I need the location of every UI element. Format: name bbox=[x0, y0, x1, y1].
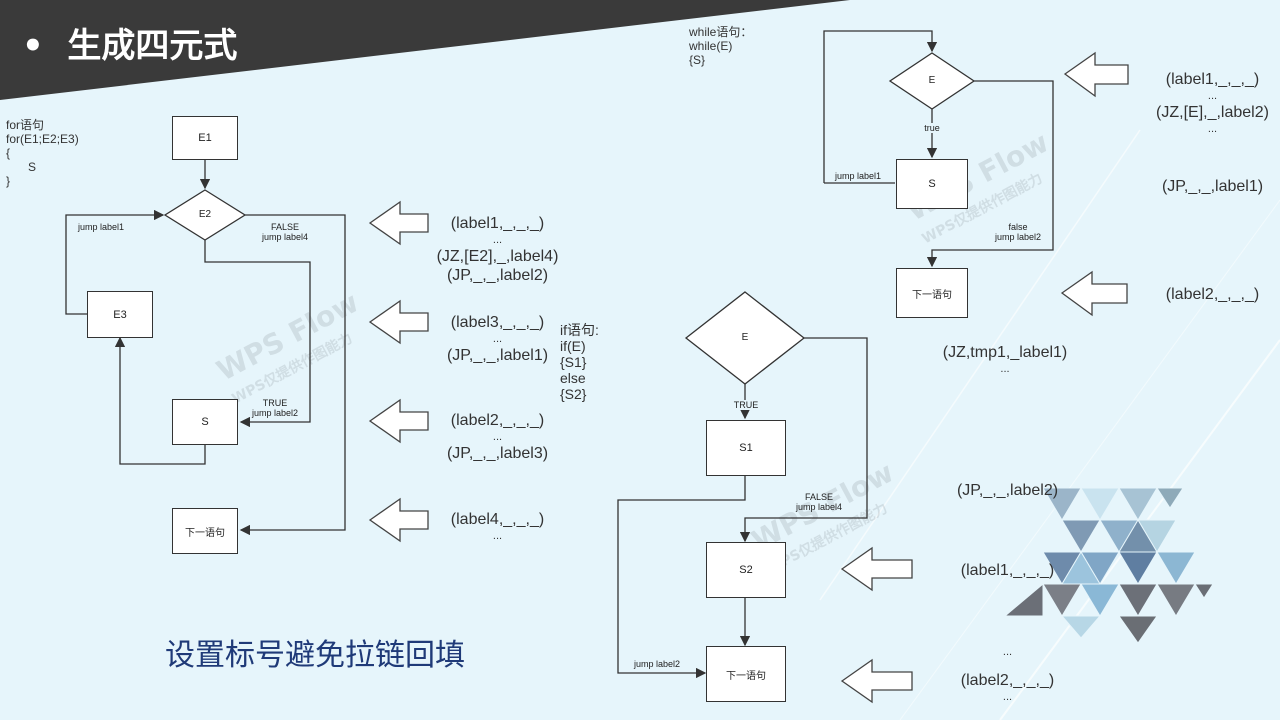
if-jump-label2: jump label2 bbox=[634, 659, 681, 669]
for-true-jump: jump label2 bbox=[251, 408, 299, 418]
quad-line: ... bbox=[1207, 123, 1218, 135]
quad-line: (JP,_,_,label3) bbox=[446, 445, 549, 462]
quad-line: ... bbox=[1002, 691, 1013, 703]
for-true-label: TRUE jump label2 bbox=[245, 398, 305, 418]
if-quads-group2: (label1,_,_,_) bbox=[960, 562, 1055, 579]
if-code-line: else bbox=[560, 370, 586, 386]
quad-line: ... bbox=[492, 333, 503, 345]
slide-caption: 设置标号避免拉链回填 bbox=[165, 638, 465, 673]
if-true-label: TRUE bbox=[730, 400, 762, 410]
if-e-label: E bbox=[741, 332, 749, 343]
for-code-line: for语句 bbox=[6, 118, 45, 132]
for-next-box: 下一语句 bbox=[172, 508, 238, 554]
quad-line: (JZ,[E],_,label2) bbox=[1156, 104, 1269, 121]
for-e3-box: E3 bbox=[87, 291, 153, 338]
for-jump-label1: jump label1 bbox=[78, 222, 125, 232]
for-s-box: S bbox=[172, 399, 238, 445]
for-quads-group3: (label2,_,_,_) ... (JP,_,_,label3) bbox=[430, 411, 565, 463]
quad-line: (JP,_,_,label2) bbox=[446, 267, 549, 284]
while-e-label: E bbox=[928, 75, 936, 86]
for-e2-label: E2 bbox=[198, 209, 212, 220]
title-bullet: • bbox=[22, 26, 44, 66]
if-false-text: FALSE bbox=[804, 492, 833, 502]
quad-line: ... bbox=[1002, 646, 1013, 658]
while-quads-group1: (label1,_,_,_) ... (JZ,[E],_,label2) ... bbox=[1145, 70, 1280, 136]
if-next-box: 下一语句 bbox=[706, 646, 786, 702]
quad-line: (label4,_,_,_) bbox=[450, 511, 545, 528]
for-false-text: FALSE bbox=[270, 222, 299, 232]
for-quads-group4: (label4,_,_,_) ... bbox=[430, 510, 565, 543]
quad-line: (label1,_,_,_) bbox=[450, 215, 545, 232]
quad-line: (label1,_,_,_) bbox=[1165, 71, 1260, 88]
for-false-label: FALSE jump label4 bbox=[255, 222, 315, 242]
for-quads-group2: (label3,_,_,_) ... (JP,_,_,label1) bbox=[430, 313, 565, 365]
if-code-line: if(E) bbox=[560, 338, 586, 354]
quad-line: ... bbox=[1207, 90, 1218, 102]
for-code-line: S bbox=[28, 160, 37, 174]
title-bar bbox=[0, 0, 850, 100]
quad-line: (label3,_,_,_) bbox=[450, 314, 545, 331]
for-quads-group1: (label1,_,_,_) ... (JZ,[E2],_,label4) (J… bbox=[430, 214, 565, 285]
quad-line: (label2,_,_,_) bbox=[960, 672, 1055, 689]
if-code-line: if语句: bbox=[560, 322, 599, 338]
while-jump-label1: jump label1 bbox=[835, 171, 882, 181]
quad-line: (label2,_,_,_) bbox=[450, 412, 545, 429]
while-code-line: while(E) bbox=[689, 39, 733, 53]
quad-line: ... bbox=[492, 431, 503, 443]
quad-line: ... bbox=[492, 530, 503, 542]
while-code-line: while语句： bbox=[689, 25, 753, 39]
while-false-jump: jump label2 bbox=[994, 232, 1042, 242]
while-quads-group3: (JZ,tmp1,_label1) ... bbox=[935, 343, 1075, 376]
while-next-box: 下一语句 bbox=[896, 268, 968, 318]
if-quads-group1: (JP,_,_,label2) bbox=[956, 482, 1059, 499]
while-false-label: false jump label2 bbox=[988, 222, 1048, 242]
for-code-line: for(E1;E2;E3) bbox=[6, 132, 79, 146]
while-quads-jp: (JP,_,_,label1) bbox=[1161, 178, 1264, 195]
while-false-text: false bbox=[1008, 222, 1028, 232]
while-code: while语句： while(E) {S} bbox=[689, 25, 752, 67]
while-quads-group2: (label2,_,_,_) bbox=[1165, 286, 1260, 303]
for-false-jump: jump label4 bbox=[261, 232, 309, 242]
if-code: if语句: if(E) {S1} else {S2} bbox=[560, 322, 599, 402]
for-code-line: } bbox=[6, 174, 11, 188]
if-s2-box: S2 bbox=[706, 542, 786, 598]
for-code: for语句 for(E1;E2;E3) { S } bbox=[6, 118, 79, 188]
for-e1-box: E1 bbox=[172, 116, 238, 160]
if-false-label: FALSE jump label4 bbox=[788, 492, 850, 512]
quad-line: ... bbox=[492, 234, 503, 246]
triangle-mosaic bbox=[1005, 488, 1214, 644]
while-true-label: true bbox=[917, 123, 947, 133]
while-s-box: S bbox=[896, 159, 968, 209]
if-quads-group3: ... (label2,_,_,_) ... bbox=[940, 645, 1075, 704]
quad-line: ... bbox=[1000, 363, 1010, 375]
if-code-line: {S1} bbox=[560, 354, 587, 370]
for-code-line: { bbox=[6, 146, 11, 160]
if-code-line: {S2} bbox=[560, 386, 587, 402]
for-true-text: TRUE bbox=[262, 398, 288, 408]
while-code-line: {S} bbox=[689, 53, 706, 67]
quad-line: (JZ,tmp1,_label1) bbox=[942, 344, 1068, 361]
title-label: 生成四元式 bbox=[67, 26, 238, 66]
if-s1-box: S1 bbox=[706, 420, 786, 476]
if-false-jump: jump label4 bbox=[795, 502, 843, 512]
quad-line: (JP,_,_,label1) bbox=[446, 347, 549, 364]
quad-line: (JZ,[E2],_,label4) bbox=[436, 248, 559, 265]
page-title: • 生成四元式 bbox=[22, 18, 237, 67]
